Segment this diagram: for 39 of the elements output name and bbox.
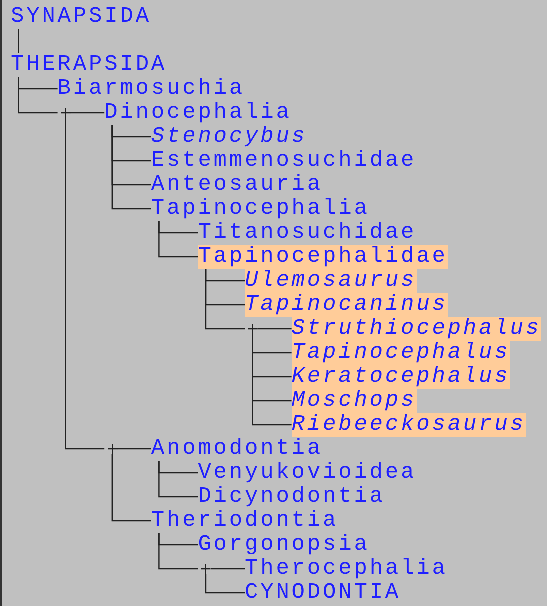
connector-line: [117, 448, 152, 450]
connector-line: [18, 29, 20, 53]
taxon-label: Anteosauria: [151, 173, 324, 197]
taxon-label: Titanosuchidae: [198, 221, 417, 245]
connector-line: [252, 334, 292, 426]
taxon-label: Anomodontia: [151, 437, 324, 461]
taxon-label: Dinocephalia: [104, 101, 292, 125]
connector-line: [18, 77, 58, 114]
taxon-label: Keratocephalus: [292, 365, 510, 389]
taxon-label: Moschops: [292, 389, 417, 413]
connector-line: [205, 574, 245, 594]
taxon-label: Theriodontia: [151, 509, 339, 533]
connector-line: [158, 221, 198, 258]
taxon-label: Tapinocaninus: [245, 293, 448, 317]
taxon-label: Dicynodontia: [198, 485, 386, 509]
connector-line: [112, 454, 152, 522]
connector-line: [158, 461, 198, 498]
taxon-label: Gorgonopsia: [198, 533, 370, 557]
taxon-label: Ulemosaurus: [245, 269, 417, 293]
taxon-label: Estemmenosuchidae: [151, 149, 417, 173]
taxon-label: Struthiocephalus: [292, 317, 542, 341]
connector-line: [258, 328, 292, 330]
taxon-label: Tapinocephalus: [292, 341, 510, 365]
taxon-label: Riebeeckosaurus: [292, 413, 526, 437]
connector-line: [65, 118, 105, 450]
connector-line: [210, 568, 245, 570]
taxon-label: SYNAPSIDA: [11, 5, 152, 29]
taxon-label: Biarmosuchia: [58, 77, 246, 101]
taxon-label: THERAPSIDA: [11, 53, 168, 77]
taxon-label: Stenocybus: [151, 125, 308, 149]
taxon-label: CYNODONTIA: [245, 581, 402, 605]
connector-line: [70, 112, 105, 114]
taxon-label: Tapinocephalidae: [198, 245, 448, 269]
taxon-label: Tapinocephalia: [151, 197, 370, 221]
connector-line: [205, 269, 245, 330]
connector-line: [158, 533, 198, 570]
connector-line: [112, 125, 152, 210]
taxon-label: Venyukovioidea: [198, 461, 417, 485]
taxon-label: Therocephalia: [245, 557, 448, 581]
